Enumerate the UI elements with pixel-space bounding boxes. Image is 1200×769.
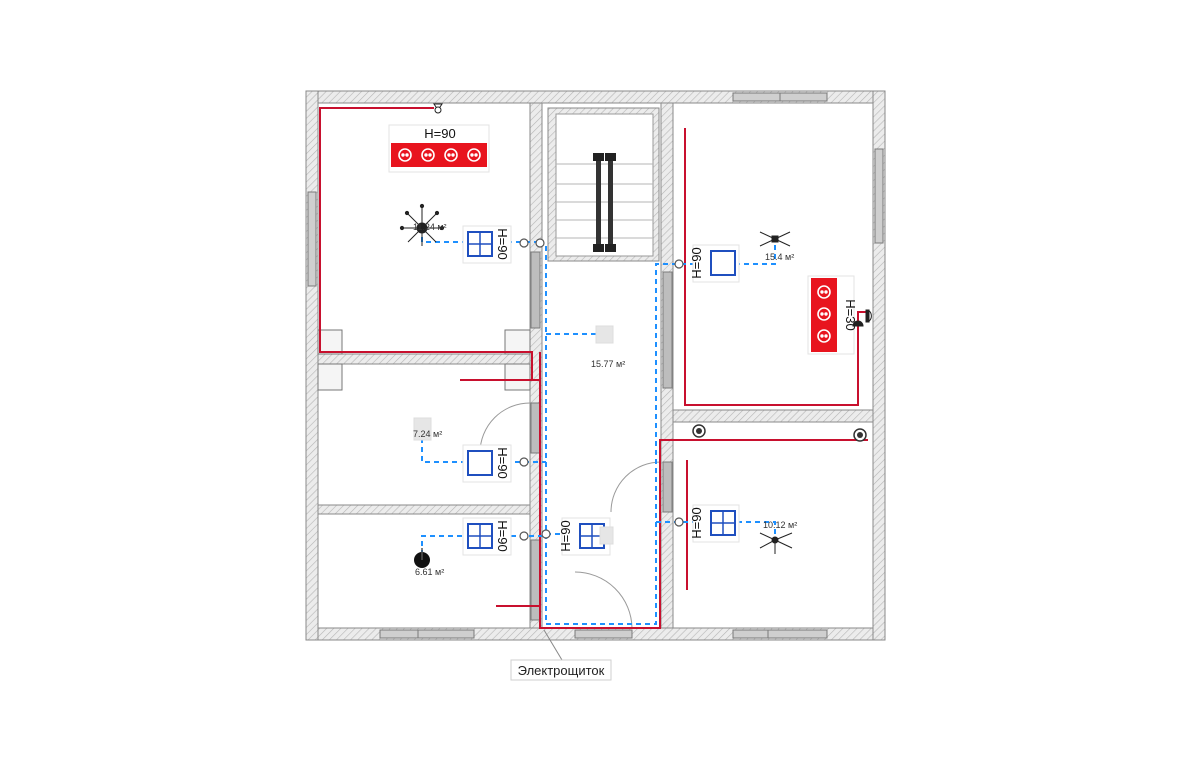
chandelier-icon xyxy=(399,203,445,246)
outer-wall-left xyxy=(305,90,319,641)
switch-height-label: H=90 xyxy=(689,247,704,278)
switch-height-label: H=90 xyxy=(495,520,510,551)
junction-boxes xyxy=(519,238,684,541)
recessed-light-icon xyxy=(692,424,706,438)
switch-4: H=90 xyxy=(462,517,512,556)
wall-lamp-icon xyxy=(852,309,872,327)
socket-block-top: H=90 xyxy=(388,124,490,173)
socket-icon xyxy=(817,329,831,343)
room-area-label: 15.77 м² xyxy=(591,359,625,369)
switch-height-label: H=90 xyxy=(495,447,510,478)
ceiling-lamp-icon xyxy=(759,532,793,554)
room-area-label: 10.12 м² xyxy=(763,520,797,530)
socket-block-right: H=30 xyxy=(807,275,858,355)
switch-height-label: H=90 xyxy=(495,228,510,259)
light-point-icon xyxy=(595,325,614,344)
window-bottom-left xyxy=(379,629,475,639)
room-area-label: 6.61 м² xyxy=(415,567,444,577)
junction-box-icon xyxy=(519,238,529,248)
socket-height-label: H=90 xyxy=(424,126,455,141)
junction-box-icon xyxy=(674,517,684,527)
left-partition-2 xyxy=(317,504,531,515)
light-point-icon xyxy=(413,417,432,441)
socket-icon xyxy=(817,285,831,299)
room-area-label: 11.24 м² xyxy=(413,222,447,232)
switch-height-label: H=90 xyxy=(689,507,704,538)
junction-box-icon xyxy=(541,529,551,539)
recessed-light-icon xyxy=(853,428,867,442)
window-bottom-mid xyxy=(574,629,633,639)
staircase xyxy=(547,107,660,262)
ceiling-lamp-icon xyxy=(759,231,791,247)
switch-height-label: H=90 xyxy=(558,520,573,551)
wall-lamp-icon xyxy=(433,103,443,114)
right-partition xyxy=(672,409,874,423)
window-right xyxy=(874,148,884,244)
switch-2: H=90 xyxy=(689,244,740,283)
switch-3: H=90 xyxy=(462,444,512,483)
socket-icon xyxy=(817,307,831,321)
room-area-label: 7.24 м² xyxy=(413,429,442,439)
socket-icon xyxy=(444,148,458,162)
socket-icon xyxy=(467,148,481,162)
switch-icon xyxy=(467,450,493,476)
window-left xyxy=(307,191,317,287)
light-point-icon xyxy=(599,526,614,545)
left-partition-1 xyxy=(317,353,531,365)
switch-6: H=90 xyxy=(689,504,740,543)
columns xyxy=(317,329,531,391)
door-swings xyxy=(479,402,662,629)
socket-icon xyxy=(398,148,412,162)
windows xyxy=(307,92,884,639)
junction-box-icon xyxy=(674,259,684,269)
junction-box-icon xyxy=(519,457,529,467)
door-leaves xyxy=(530,251,673,621)
spot-light-icon xyxy=(414,548,430,568)
socket-icon xyxy=(421,148,435,162)
junction-box-icon xyxy=(519,531,529,541)
electrical-panel-callout: Электрощиток xyxy=(510,629,612,681)
junction-box-icon xyxy=(535,238,545,248)
lighting-wiring xyxy=(421,228,776,625)
window-bottom-right xyxy=(732,629,828,639)
switch-1: H=90 xyxy=(462,225,512,264)
switch-icon xyxy=(710,250,736,276)
room-area-label: 15.4 м² xyxy=(765,252,794,262)
electrical-panel-label: Электрощиток xyxy=(518,663,605,678)
